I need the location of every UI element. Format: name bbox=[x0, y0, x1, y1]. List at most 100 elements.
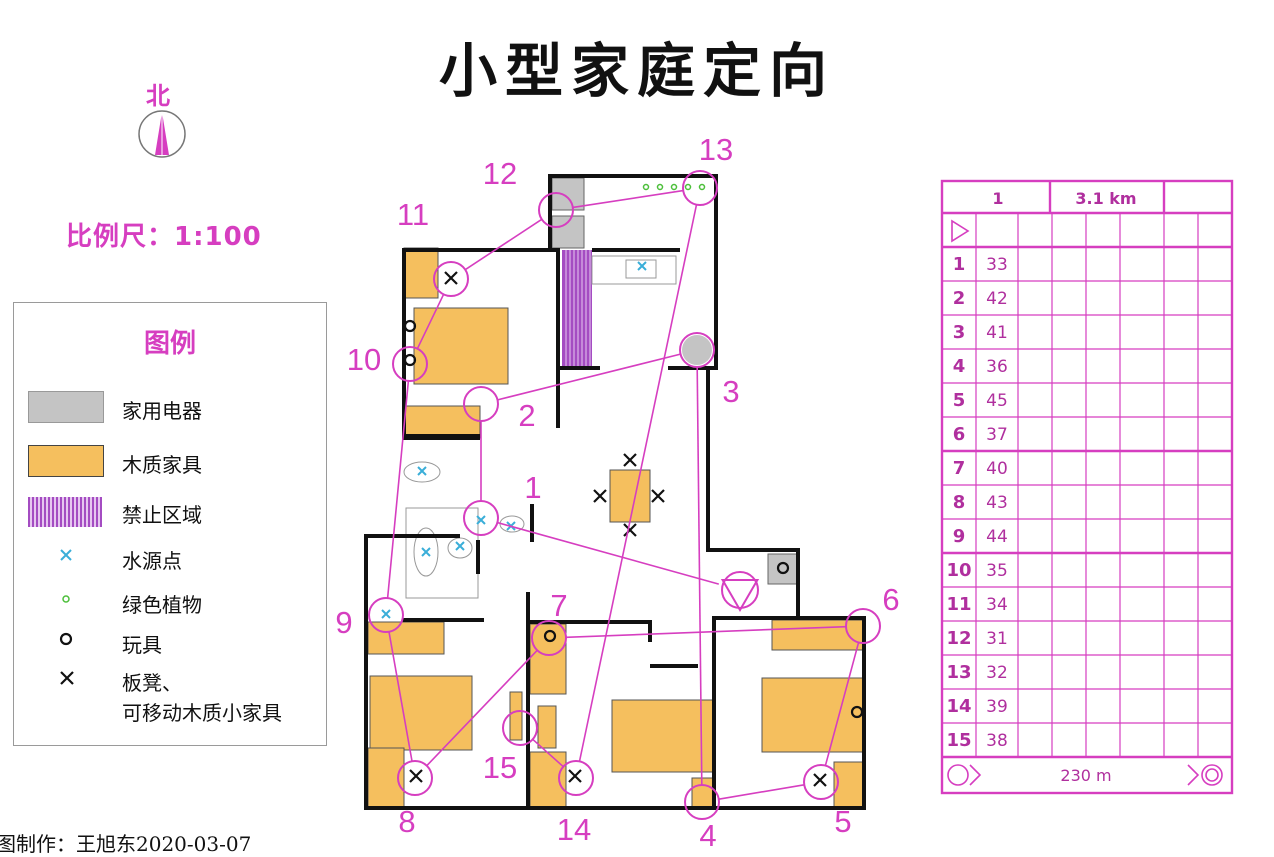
card-row-number: 2 bbox=[953, 288, 966, 309]
legend-label-stool-line2: 可移动木质小家具 bbox=[122, 701, 282, 725]
card-row-code: 36 bbox=[986, 357, 1008, 377]
control-number-13: 13 bbox=[699, 132, 733, 167]
card-row-code: 31 bbox=[986, 629, 1008, 649]
control-number-8: 8 bbox=[398, 804, 415, 839]
card-row-code: 33 bbox=[986, 255, 1008, 275]
start-circle-icon bbox=[721, 571, 759, 609]
card-row-code: 41 bbox=[986, 323, 1008, 343]
control-circles bbox=[368, 170, 881, 820]
control-number-7: 7 bbox=[550, 588, 567, 623]
card-row-number: 13 bbox=[946, 662, 971, 683]
course-leg bbox=[464, 218, 543, 271]
card-row-code: 43 bbox=[986, 493, 1008, 513]
control-circle-10 bbox=[392, 346, 428, 382]
control-circle-2 bbox=[463, 386, 499, 422]
card-row-number: 15 bbox=[946, 730, 971, 751]
card-start-triangle-icon bbox=[951, 219, 970, 243]
course-leg bbox=[696, 366, 703, 786]
map-credit: 图制作：王旭东2020-03-07 bbox=[0, 832, 252, 856]
forbidden-zone-hatch bbox=[565, 250, 591, 366]
control-number-1: 1 bbox=[524, 470, 541, 505]
control-circle-4 bbox=[684, 784, 720, 820]
map-title: 小型家庭定向 bbox=[438, 37, 835, 105]
control-circle-14 bbox=[558, 760, 594, 796]
legend-label-plant: 绿色植物 bbox=[122, 593, 202, 617]
card-row-number: 8 bbox=[953, 492, 966, 513]
control-number-14: 14 bbox=[557, 812, 591, 846]
legend-label-furniture: 木质家具 bbox=[122, 453, 202, 477]
appliance-round bbox=[682, 335, 712, 365]
card-row-number: 3 bbox=[953, 322, 966, 343]
course-leg bbox=[572, 189, 684, 209]
furniture-swatch bbox=[28, 445, 104, 477]
control-circle-15 bbox=[502, 710, 538, 746]
course-leg bbox=[532, 738, 564, 768]
card-finish-left-icon bbox=[947, 764, 969, 786]
forbidden-zone bbox=[562, 250, 592, 366]
course-leg bbox=[497, 353, 681, 401]
appliance-swatch bbox=[28, 391, 104, 423]
start-triangle-icon bbox=[720, 579, 760, 612]
card-finish-right-icon bbox=[1201, 764, 1223, 786]
control-number-10: 10 bbox=[347, 342, 381, 377]
card-finish-arrow-icon bbox=[1187, 764, 1200, 786]
card-course-length: 3.1 km bbox=[1075, 189, 1136, 208]
card-row-number: 1 bbox=[953, 254, 966, 275]
card-row-number: 10 bbox=[946, 560, 971, 581]
legend-panel: 图例 家用电器 木质家具 禁止区域 水源点 绿色植物 玩具 板凳、 可移动木质小… bbox=[13, 302, 327, 746]
control-number-3: 3 bbox=[722, 374, 739, 409]
control-number-4: 4 bbox=[699, 818, 716, 846]
plant-icon bbox=[62, 595, 70, 603]
card-row-code: 39 bbox=[986, 697, 1008, 717]
wood-furniture bbox=[367, 247, 865, 809]
toy-icon bbox=[59, 632, 73, 646]
card-finish-distance: 230 m bbox=[1060, 766, 1111, 785]
course-leg bbox=[388, 631, 413, 762]
course-legs bbox=[386, 189, 860, 800]
control-number-15: 15 bbox=[483, 750, 517, 785]
control-number-5: 5 bbox=[834, 804, 851, 839]
card-row-code: 34 bbox=[986, 595, 1008, 615]
control-circle-7 bbox=[531, 620, 567, 656]
control-circle-9 bbox=[368, 597, 404, 633]
legend-label-appliance: 家用电器 bbox=[122, 399, 202, 423]
control-card-grid bbox=[940, 179, 1234, 795]
card-row-number: 14 bbox=[946, 696, 971, 717]
appliances bbox=[551, 177, 799, 585]
north-label: 北 bbox=[146, 82, 170, 110]
card-row-number: 4 bbox=[953, 356, 966, 377]
card-row-code: 32 bbox=[986, 663, 1008, 683]
card-course-name: 1 bbox=[992, 189, 1003, 208]
control-circle-11 bbox=[433, 261, 469, 297]
control-circle-13 bbox=[682, 170, 718, 206]
card-row-code: 35 bbox=[986, 561, 1008, 581]
control-circle-6 bbox=[845, 608, 881, 644]
card-row-code: 38 bbox=[986, 731, 1008, 751]
course-leg bbox=[718, 784, 805, 800]
stools bbox=[409, 271, 827, 787]
water-icon bbox=[60, 549, 72, 561]
card-row-code: 40 bbox=[986, 459, 1008, 479]
north-arrow-icon bbox=[138, 110, 186, 158]
control-number-11: 11 bbox=[397, 197, 429, 232]
legend-label-forbidden: 禁止区域 bbox=[122, 503, 202, 527]
card-row-code: 45 bbox=[986, 391, 1008, 411]
course-leg bbox=[565, 625, 847, 639]
legend-label-toy: 玩具 bbox=[122, 633, 162, 657]
card-border bbox=[940, 179, 1234, 795]
walls bbox=[364, 174, 866, 810]
card-row-number: 11 bbox=[946, 594, 971, 615]
control-circle-5 bbox=[803, 764, 839, 800]
course-leg bbox=[497, 521, 720, 585]
control-circle-8 bbox=[397, 760, 433, 796]
course-leg bbox=[426, 649, 538, 767]
card-row-number: 5 bbox=[953, 390, 966, 411]
card-row-number: 6 bbox=[953, 424, 966, 445]
course-leg bbox=[386, 380, 410, 599]
card-row-number: 7 bbox=[953, 458, 966, 479]
control-circle-3 bbox=[679, 332, 715, 368]
course-leg bbox=[578, 204, 698, 762]
